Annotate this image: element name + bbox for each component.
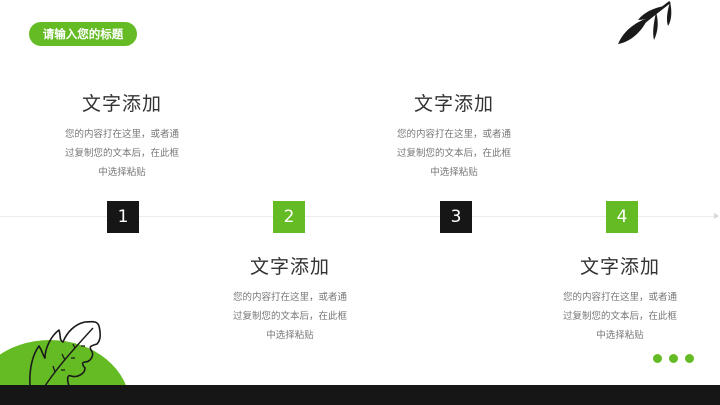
block-heading: 文字添加: [579, 256, 660, 278]
step-2-box: 2: [273, 201, 305, 233]
dot: [685, 354, 694, 363]
block-heading: 文字添加: [81, 93, 162, 115]
step-3-box: 3: [440, 201, 472, 233]
title-pill[interactable]: 请输入您的标题: [29, 22, 137, 46]
monstera-leaf-icon: [29, 320, 102, 387]
step-1-box: 1: [107, 201, 139, 233]
dot: [669, 354, 678, 363]
block-body: 您的内容打在这里，或者通 过复制您的文本后，在此框 中选择粘贴: [396, 129, 511, 178]
text-block-1: 文字添加 您的内容打在这里，或者通 过复制您的文本后，在此框 中选择粘贴: [37, 91, 207, 182]
block-body: 您的内容打在这里，或者通 过复制您的文本后，在此框 中选择粘贴: [64, 129, 179, 178]
block-body: 您的内容打在这里，或者通 过复制您的文本后，在此框 中选择粘贴: [232, 292, 347, 341]
text-block-3: 文字添加 您的内容打在这里，或者通 过复制您的文本后，在此框 中选择粘贴: [369, 91, 539, 182]
text-block-4: 文字添加 您的内容打在这里，或者通 过复制您的文本后，在此框 中选择粘贴: [535, 254, 705, 345]
timeline-arrow-icon: [714, 213, 719, 219]
text-block-2: 文字添加 您的内容打在这里，或者通 过复制您的文本后，在此框 中选择粘贴: [205, 254, 375, 345]
footer-bar: [0, 385, 720, 405]
three-dots-icon: [653, 354, 694, 363]
leaf-sprig-icon: [618, 1, 672, 44]
block-heading: 文字添加: [413, 93, 494, 115]
block-body: 您的内容打在这里，或者通 过复制您的文本后，在此框 中选择粘贴: [562, 292, 677, 341]
timeline-line: [0, 216, 716, 217]
dot: [653, 354, 662, 363]
block-heading: 文字添加: [249, 256, 330, 278]
step-4-box: 4: [606, 201, 638, 233]
